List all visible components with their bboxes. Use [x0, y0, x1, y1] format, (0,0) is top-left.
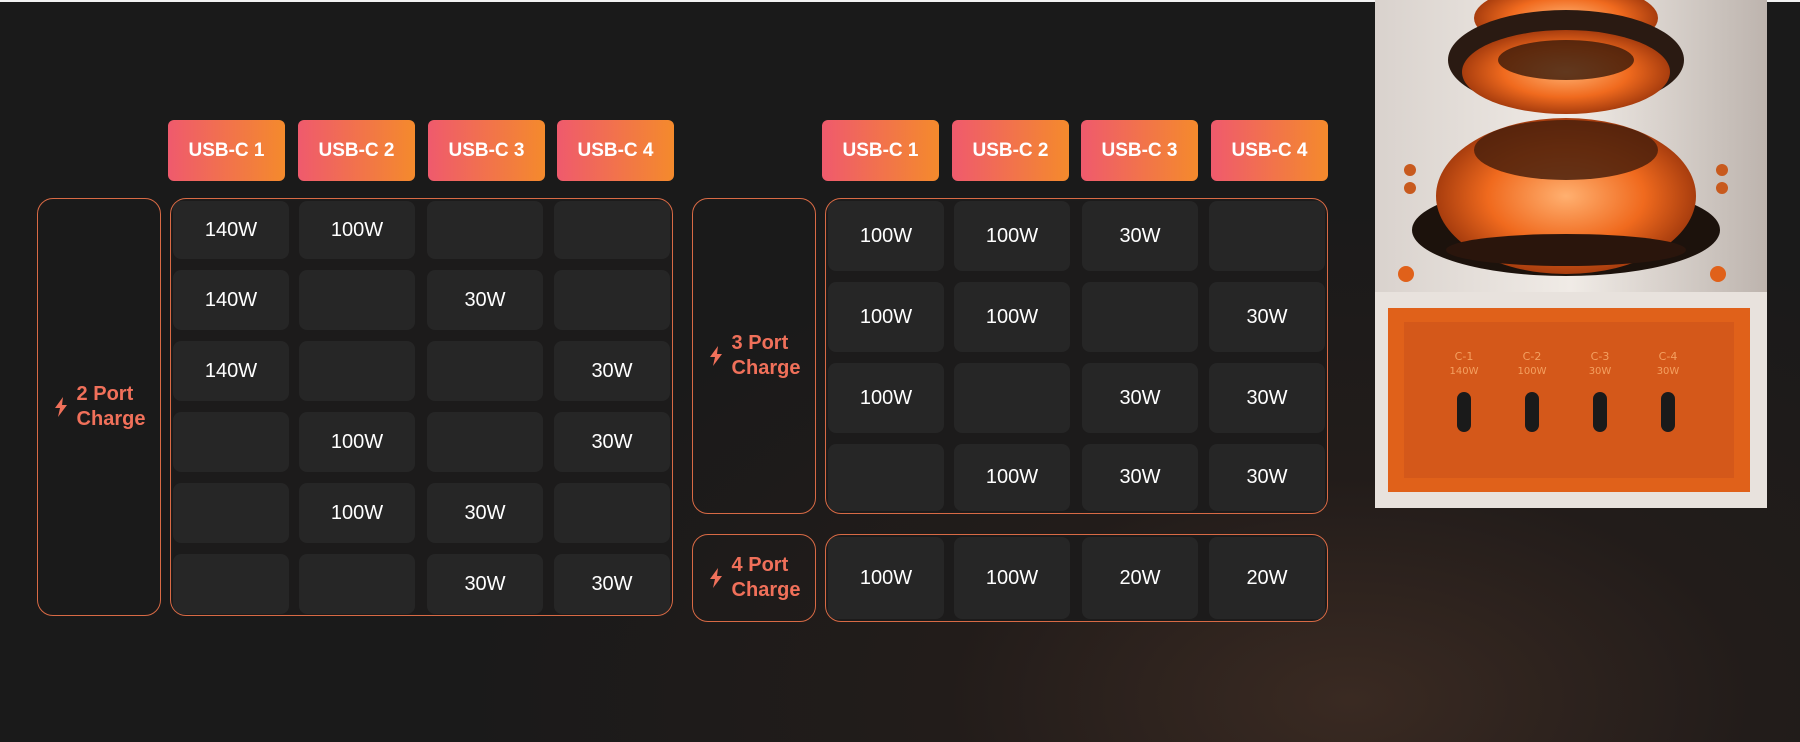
- cell3-r0-c0: 100W: [828, 201, 944, 271]
- cell3-r3-c1: 100W: [954, 444, 1070, 511]
- cell4-r0-c3: 20W: [1209, 537, 1325, 619]
- cell-r0-c1: 100W: [299, 201, 415, 259]
- cell-r5-c0: [173, 554, 289, 614]
- cell3-r2-c0: 100W: [828, 363, 944, 433]
- lightning-bolt-icon: [709, 346, 722, 366]
- port-c3-watts: 30W: [1589, 366, 1612, 377]
- three-port-label-line2: Charge: [731, 357, 801, 379]
- left-port-header-usbc3: USB-C 3: [428, 120, 545, 181]
- cell-r1-c2: 30W: [427, 270, 543, 330]
- cell3-r1-c1: 100W: [954, 282, 1070, 352]
- two-port-label-line2: Charge: [76, 408, 146, 430]
- cell-r0-c0: 140W: [173, 201, 289, 259]
- four-port-grid: 100W 100W 20W 20W: [825, 534, 1328, 622]
- cell-r2-c2: [427, 341, 543, 401]
- left-port-header-usbc1: USB-C 1: [168, 120, 285, 181]
- cell3-r3-c0: [828, 444, 944, 511]
- cell4-r0-c0: 100W: [828, 537, 944, 619]
- cell3-r2-c2: 30W: [1082, 363, 1198, 433]
- cell-r1-c3: [554, 270, 670, 330]
- cell-r4-c2: 30W: [427, 483, 543, 543]
- cell-r5-c3: 30W: [554, 554, 670, 614]
- left-port-header-usbc2: USB-C 2: [298, 120, 415, 181]
- cell3-r1-c3: 30W: [1209, 282, 1325, 352]
- cell-r1-c0: 140W: [173, 270, 289, 330]
- cell4-r0-c2: 20W: [1082, 537, 1198, 619]
- two-port-charge-label: 2 Port Charge: [37, 198, 161, 616]
- cell3-r3-c2: 30W: [1082, 444, 1198, 511]
- cell3-r0-c1: 100W: [954, 201, 1070, 271]
- cell-r2-c1: [299, 341, 415, 401]
- charger-product-image: C-1 140W C-2 100W C-3 30W C-4 30W: [1375, 0, 1767, 508]
- right-port-header-usbc4: USB-C 4: [1211, 120, 1328, 181]
- cell-r5-c2: 30W: [427, 554, 543, 614]
- three-port-label-line1: 3 Port: [731, 332, 789, 354]
- cell-r0-c3: [554, 201, 670, 259]
- right-port-header-usbc2: USB-C 2: [952, 120, 1069, 181]
- cell-r3-c3: 30W: [554, 412, 670, 472]
- cell-r3-c0: [173, 412, 289, 472]
- port-c4-label: C-4: [1659, 350, 1678, 363]
- cell-r0-c2: [427, 201, 543, 259]
- cell3-r0-c2: 30W: [1082, 201, 1198, 271]
- port-c3-label: C-3: [1591, 350, 1610, 363]
- four-port-label-line2: Charge: [731, 579, 801, 601]
- cell3-r1-c2: [1082, 282, 1198, 352]
- lightning-bolt-icon: [709, 568, 722, 588]
- two-port-grid: 140W 100W 140W 30W 140W 30W 100W 30W 100…: [170, 198, 673, 616]
- cell-r4-c0: [173, 483, 289, 543]
- port-c1: C-1 140W: [1450, 350, 1479, 432]
- four-port-label-line1: 4 Port: [731, 554, 789, 576]
- port-c4-watts: 30W: [1657, 366, 1680, 377]
- port-c3: C-3 30W: [1589, 350, 1612, 432]
- port-c2: C-2 100W: [1518, 350, 1547, 432]
- right-port-header-usbc3: USB-C 3: [1081, 120, 1198, 181]
- four-port-charge-label: 4 Port Charge: [692, 534, 816, 622]
- port-c1-label: C-1: [1455, 350, 1474, 363]
- cell-r1-c1: [299, 270, 415, 330]
- cell3-r3-c3: 30W: [1209, 444, 1325, 511]
- port-c2-label: C-2: [1523, 350, 1542, 363]
- port-c1-watts: 140W: [1450, 366, 1479, 377]
- cell-r2-c0: 140W: [173, 341, 289, 401]
- cell-r2-c3: 30W: [554, 341, 670, 401]
- lightning-bolt-icon: [54, 397, 67, 417]
- cell-r3-c2: [427, 412, 543, 472]
- cell-r4-c1: 100W: [299, 483, 415, 543]
- top-edge-strip: [0, 0, 1800, 2]
- cell4-r0-c1: 100W: [954, 537, 1070, 619]
- cell3-r1-c0: 100W: [828, 282, 944, 352]
- right-port-header-usbc1: USB-C 1: [822, 120, 939, 181]
- cell3-r2-c1: [954, 363, 1070, 433]
- two-port-label-line1: 2 Port: [76, 383, 134, 405]
- cell3-r2-c3: 30W: [1209, 363, 1325, 433]
- cell3-r0-c3: [1209, 201, 1325, 271]
- port-c4: C-4 30W: [1657, 350, 1680, 432]
- port-c2-watts: 100W: [1518, 366, 1547, 377]
- left-port-header-usbc4: USB-C 4: [557, 120, 674, 181]
- three-port-grid: 100W 100W 30W 100W 100W 30W 100W 30W 30W…: [825, 198, 1328, 514]
- cell-r4-c3: [554, 483, 670, 543]
- three-port-charge-label: 3 Port Charge: [692, 198, 816, 514]
- cell-r5-c1: [299, 554, 415, 614]
- cell-r3-c1: 100W: [299, 412, 415, 472]
